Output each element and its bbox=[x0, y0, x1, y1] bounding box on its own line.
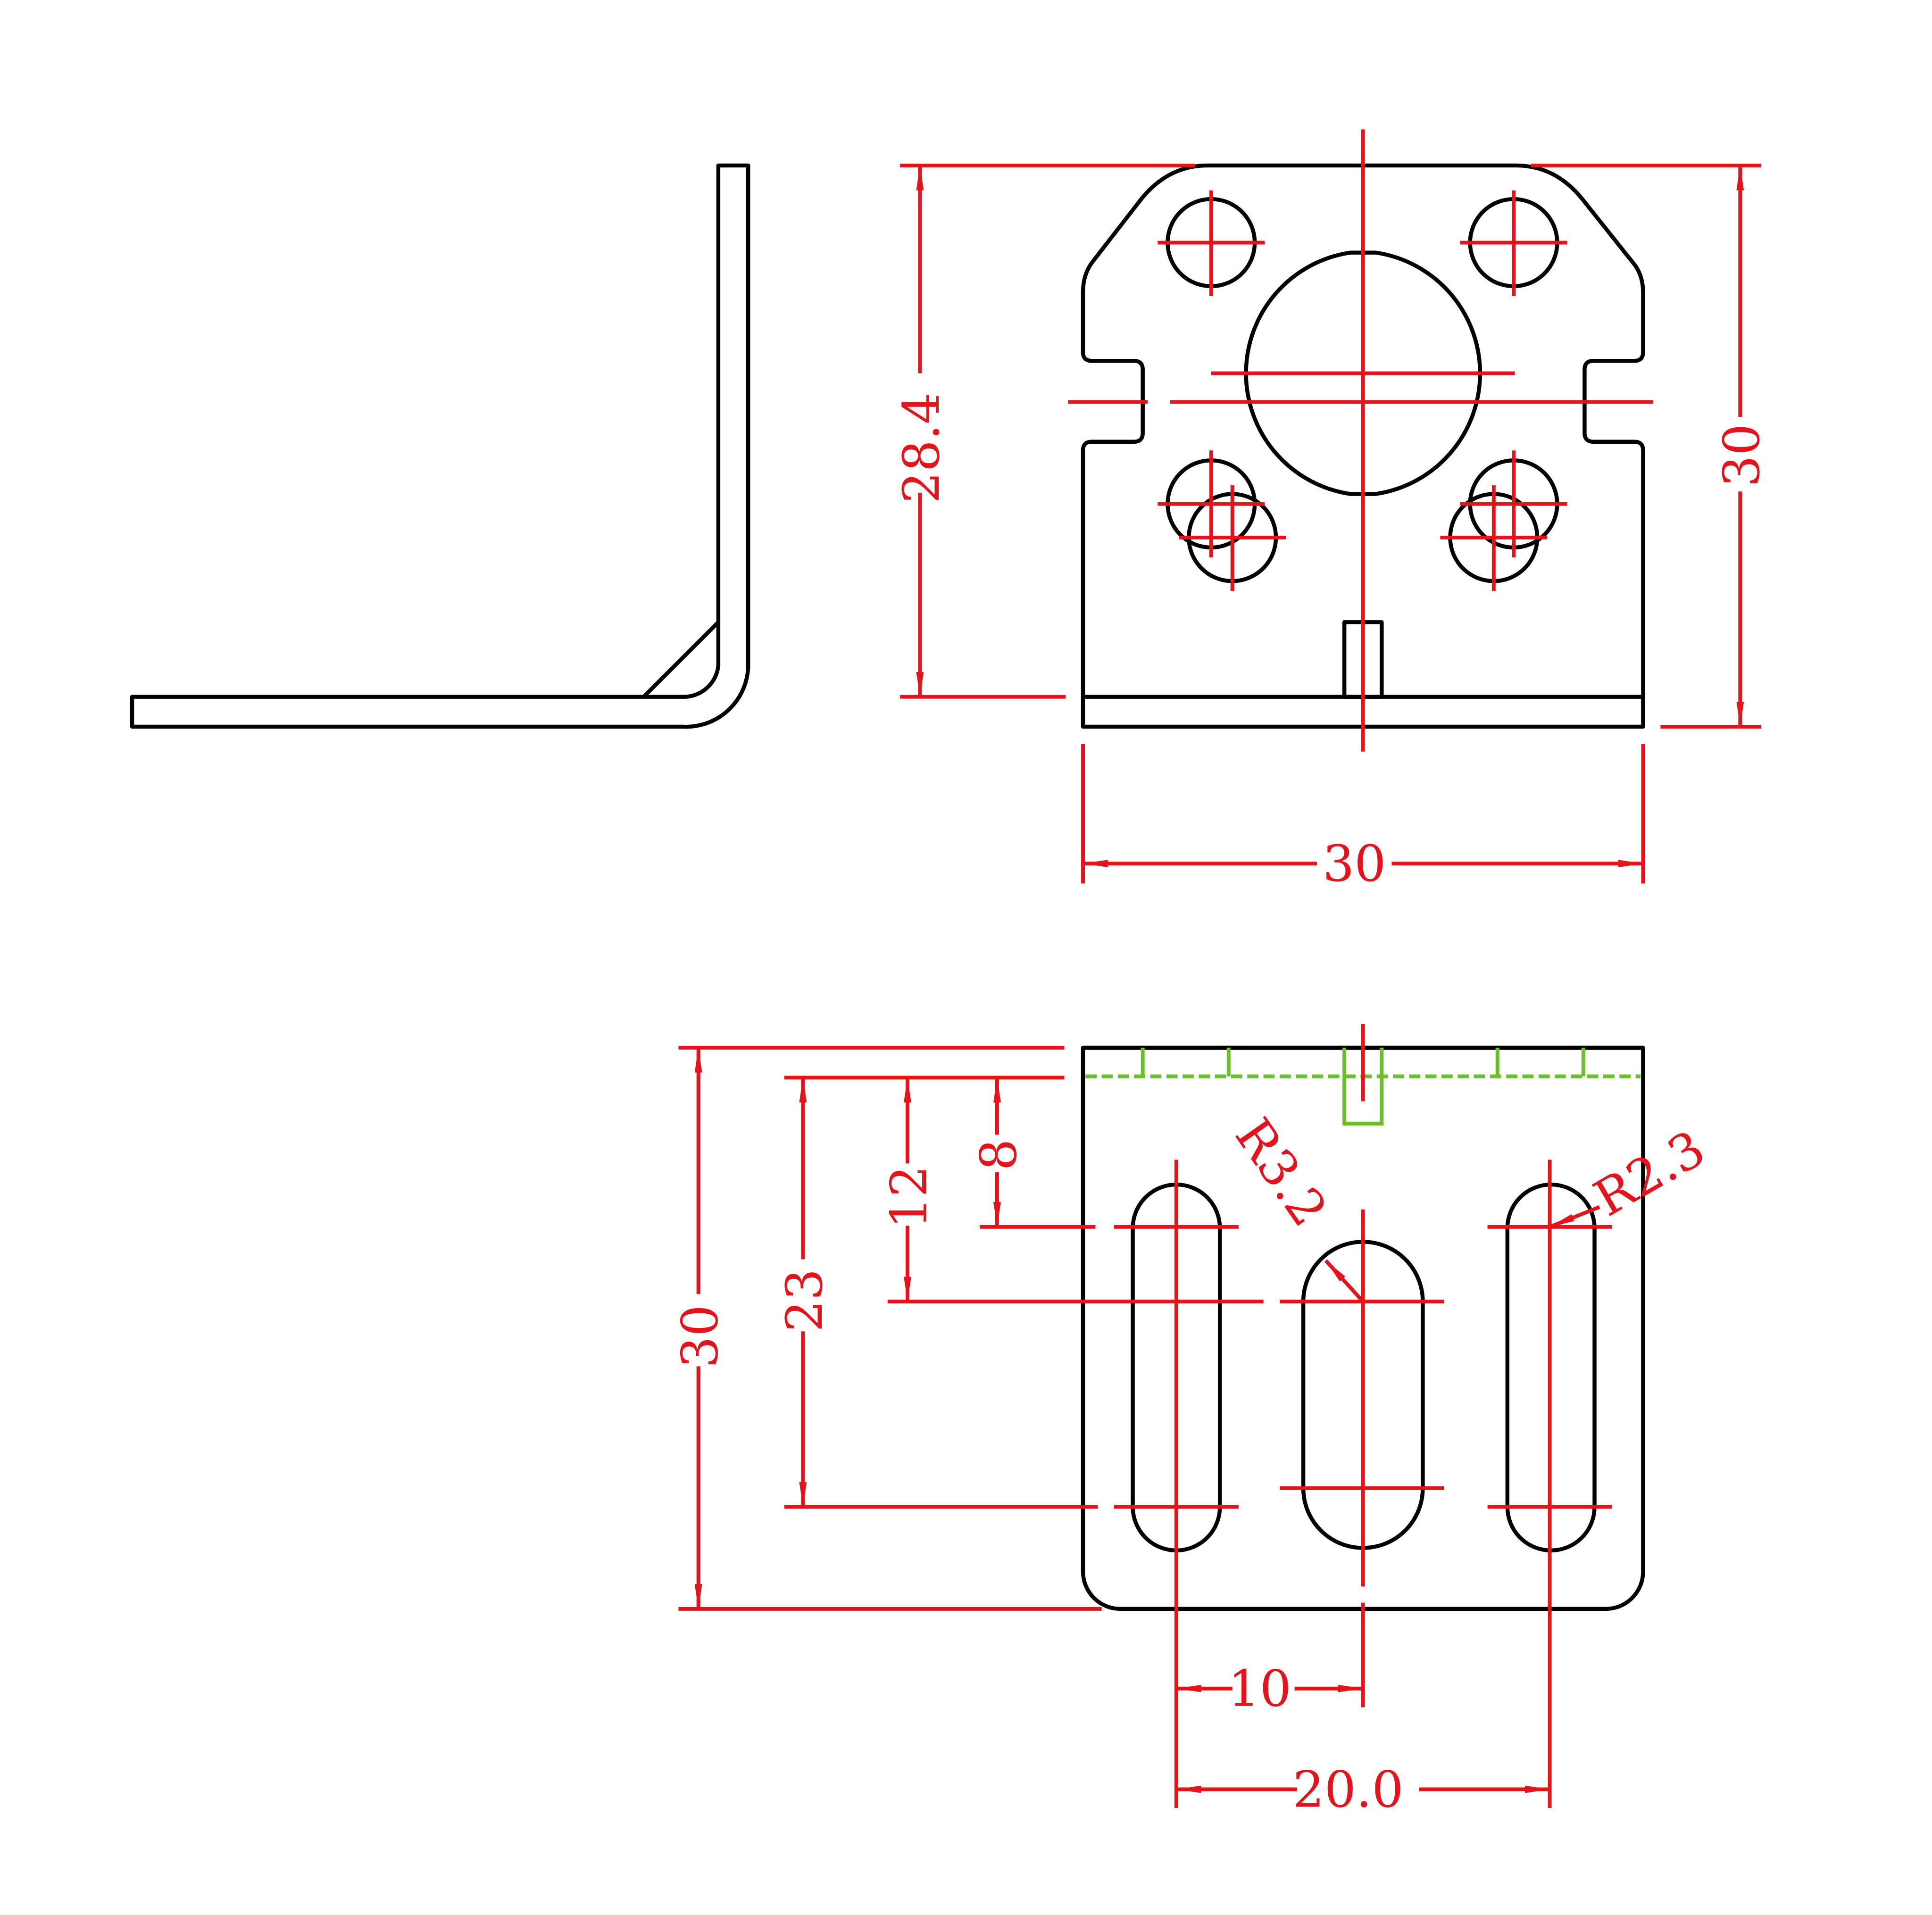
radius-r3-2: R3.2 bbox=[1224, 1108, 1339, 1236]
dim-20-0: 20.0 bbox=[1293, 1760, 1404, 1818]
dim-overall-height-30-bottom: 30 bbox=[671, 1305, 729, 1368]
front-view: 28.4 30 30 bbox=[892, 129, 1771, 893]
dim-width-30: 30 bbox=[1323, 835, 1386, 893]
dim-8: 8 bbox=[970, 1139, 1028, 1170]
dim-overall-height-30: 30 bbox=[1713, 424, 1771, 487]
dim-12: 12 bbox=[880, 1165, 938, 1228]
radius-r2-3: R2.3 bbox=[1584, 1119, 1715, 1227]
dim-10: 10 bbox=[1228, 1660, 1291, 1718]
side-view bbox=[130, 163, 750, 729]
dim-23: 23 bbox=[775, 1268, 833, 1332]
dim-height-28-4: 28.4 bbox=[892, 392, 950, 503]
bottom-view: 30 23 12 8 R3.2 R2.3 10 20.0 bbox=[671, 1024, 1715, 1818]
